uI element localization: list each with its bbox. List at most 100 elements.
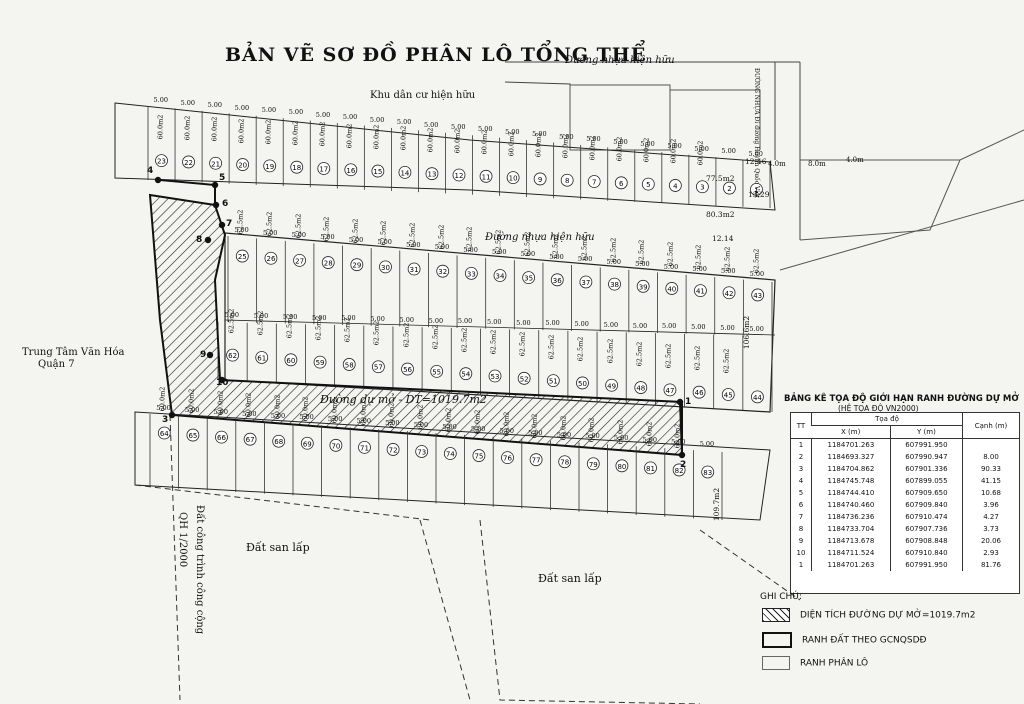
lot-46-number: 46 <box>695 389 704 397</box>
lot-28-number: 28 <box>324 260 333 268</box>
lot-70-width: 5.00 <box>327 415 343 424</box>
lot-16-marker <box>344 163 358 177</box>
lot-33-number: 33 <box>467 270 476 278</box>
lot-13-width: 5.00 <box>423 120 439 129</box>
coord-cell-edge: 90.33 <box>961 463 1019 475</box>
lot-59-number: 59 <box>316 359 325 367</box>
coord-cell-x: 1184711.524 <box>810 547 891 559</box>
lot-12-area: 60.0m2 <box>453 128 462 154</box>
lot-49-area: 62.5m2 <box>606 338 615 364</box>
lot-69-number: 69 <box>303 440 312 448</box>
lot-15-width: 5.00 <box>369 115 385 124</box>
lot-51-number: 51 <box>549 378 558 386</box>
lot-6-number: 6 <box>619 180 624 188</box>
cp-5: 5 <box>219 173 226 183</box>
coord-cell-x: 1184733.704 <box>810 523 891 535</box>
lot-68-number: 68 <box>274 438 283 446</box>
coord-cell-tt: 4 <box>798 477 804 485</box>
filled-land-boundary <box>134 414 801 704</box>
lot-71-number: 71 <box>360 444 369 452</box>
lot-56-width: 5.00 <box>399 315 414 324</box>
lot-81-marker <box>644 461 657 475</box>
lot-83-number: 83 <box>703 469 712 477</box>
coord-cell-tt: 1 <box>798 441 804 449</box>
cp-4: 4 <box>147 166 154 176</box>
control-point-4-dot <box>154 176 162 184</box>
lot-75-width: 5.00 <box>470 424 486 433</box>
lot-23-number: 23 <box>157 158 166 166</box>
thick-swatch <box>762 632 792 648</box>
control-point-6-dot <box>212 201 220 209</box>
coord-cell-tt: 8 <box>798 525 804 533</box>
lot-7-width: 5.00 <box>586 135 601 144</box>
lot-17-area: 60.0m2 <box>318 122 327 147</box>
lot-19-area: 60.0m2 <box>264 119 273 145</box>
lot-25-number: 25 <box>238 253 247 261</box>
legend-label: DIỆN TÍCH ĐƯỜNG DỰ MỞ=1019.7m2 <box>800 610 976 621</box>
lot-13-number: 13 <box>427 171 436 179</box>
lot-62-number: 62 <box>228 352 237 360</box>
label-culture-center-2: Quận 7 <box>38 359 75 370</box>
coord-cell-tt: 5 <box>798 489 804 497</box>
lot-76-width: 5.00 <box>499 426 514 435</box>
label-side-road: ĐƯỜNG NHỰA Đi đường Huỳnh Quốc Việt <box>753 68 760 199</box>
lot-3-number: 3 <box>700 184 704 192</box>
lot-31-marker <box>407 262 421 276</box>
lot-27-width: 5.00 <box>291 231 307 240</box>
lot-3-width: 5.00 <box>694 144 709 153</box>
lot-57-marker <box>371 360 385 374</box>
control-point-7-dot <box>218 221 226 229</box>
lot-14-area: 60.0m2 <box>399 126 408 151</box>
lot-70-marker <box>329 438 343 452</box>
cp-3: 3 <box>162 415 169 425</box>
lot-44-width: 5.00 <box>749 324 764 333</box>
lot-36-number: 36 <box>553 277 562 285</box>
lot-29-width: 5.00 <box>348 235 364 244</box>
lot-71-marker <box>358 440 371 454</box>
lot-48-area: 62.5m2 <box>635 341 644 366</box>
lot-17-number: 17 <box>319 165 328 173</box>
lot-47-marker <box>663 383 677 397</box>
lot-40-marker <box>665 282 679 295</box>
coord-cell-edge: 3.96 <box>961 499 1019 511</box>
legend-item-hatch: DIỆN TÍCH ĐƯỜNG DỰ MỞ=1019.7m2 <box>762 608 975 622</box>
lot-76-number: 76 <box>503 455 512 463</box>
lot-5-width: 5.00 <box>640 140 655 149</box>
lot-52-number: 52 <box>520 375 529 383</box>
lot-48-width: 5.00 <box>632 321 648 330</box>
lot-59-marker <box>313 355 327 369</box>
coord-cell-edge: 2.93 <box>961 547 1019 559</box>
lot-78-number: 78 <box>560 459 569 467</box>
col-x: X (m) <box>811 425 891 439</box>
lot-3-marker <box>695 180 709 194</box>
lot-12-number: 12 <box>455 172 464 180</box>
lot-50-number: 50 <box>578 380 587 388</box>
lot-34-marker <box>493 269 507 282</box>
lot-23-area: 60.0m2 <box>155 114 164 140</box>
lot-55-area: 62.5m2 <box>431 324 440 350</box>
lot-22-marker <box>182 155 195 169</box>
lot-8-marker <box>560 173 574 187</box>
lot-62-width: 5.00 <box>224 311 240 320</box>
lot-61-width: 5.00 <box>253 312 269 321</box>
lot-17-width: 5.00 <box>315 110 331 119</box>
cp-10: 10 <box>216 378 229 388</box>
lot-38-number: 38 <box>610 281 619 289</box>
lot-64-width: 5.00 <box>156 403 171 412</box>
lot-4-marker <box>668 179 682 192</box>
label-existing-road-middle: Đường nhựa hiện hữu <box>485 232 595 243</box>
lot-17-marker <box>317 162 331 175</box>
col-tt: TT <box>791 413 812 439</box>
lot-73-marker <box>415 445 429 458</box>
lot-64-marker <box>157 426 171 440</box>
road-width-right: 4.0m <box>846 156 864 164</box>
lot-59-width: 5.00 <box>312 313 327 322</box>
lot-73-number: 73 <box>417 448 426 456</box>
lot-51-area: 62.5m2 <box>547 334 556 360</box>
coord-cell-y: 607991.950 <box>889 438 963 451</box>
lot-9-number: 9 <box>538 176 542 184</box>
lot2-area: 80.3m2 <box>706 210 735 219</box>
coord-cell-x: 1184701.263 <box>810 559 891 571</box>
lot-72-marker <box>386 443 400 456</box>
